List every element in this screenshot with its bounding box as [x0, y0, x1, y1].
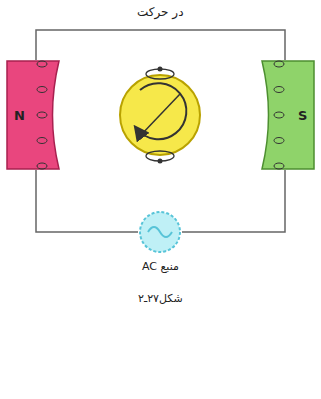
- rotor-pin: [158, 159, 163, 164]
- rotor-axis: [140, 94, 180, 136]
- pole-piece: N: [6, 60, 60, 170]
- coil-winding: [274, 87, 284, 93]
- rotation-arrow: [136, 83, 186, 139]
- node-outline: [138, 210, 182, 254]
- ac-circle: [140, 212, 180, 252]
- ac-source: منبع AC: [138, 210, 182, 254]
- coil-winding: [37, 112, 47, 118]
- pole-shape: [262, 61, 314, 169]
- wire: [182, 170, 285, 232]
- figure-caption: شکل۲۷ـ۲: [138, 292, 183, 305]
- source-label: منبع AC: [142, 260, 179, 273]
- pole-letter: S: [298, 108, 307, 123]
- diagram-title: در حرکت: [134, 5, 187, 19]
- wire: [36, 30, 285, 60]
- pole-letter: N: [14, 108, 25, 123]
- coil-winding: [37, 138, 47, 144]
- pole-piece: S: [261, 60, 315, 170]
- pole-shape: [7, 61, 59, 169]
- coil-winding: [274, 112, 284, 118]
- rotor-pin: [158, 67, 163, 72]
- coil-winding: [274, 163, 284, 169]
- rotor: [120, 75, 200, 155]
- coil-winding: [37, 163, 47, 169]
- coil-winding: [37, 61, 47, 67]
- coil-winding: [274, 61, 284, 67]
- sine-symbol: [148, 227, 172, 237]
- coil-winding: [37, 87, 47, 93]
- coil-winding: [274, 138, 284, 144]
- wire: [36, 170, 138, 232]
